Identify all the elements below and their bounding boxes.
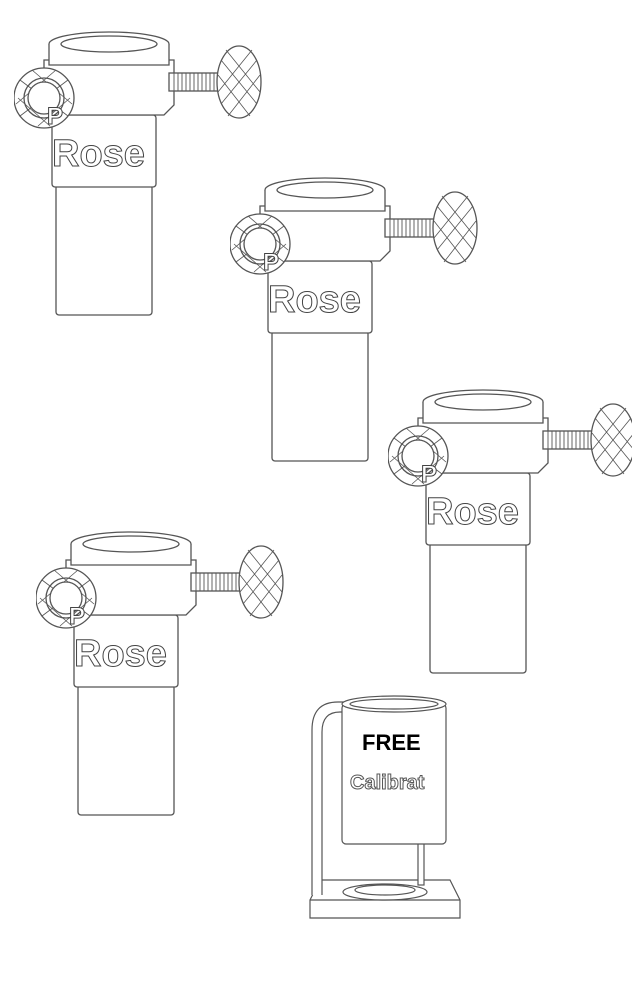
- calibrator-label: Calibrat: [350, 772, 425, 795]
- microphone-clamp-3: P Rose: [388, 378, 632, 698]
- microphone-clamp-4: P Rose: [35, 520, 296, 840]
- knob-letter: P: [262, 249, 280, 277]
- stand-drawing: [309, 695, 461, 919]
- clamp-drawing: [229, 177, 478, 462]
- brand-label: Rose: [268, 279, 361, 322]
- knob-letter: P: [420, 461, 438, 489]
- knob-letter: P: [68, 603, 86, 631]
- clamp-drawing: [13, 31, 262, 316]
- microphone-clamp-2: P Rose: [229, 166, 490, 486]
- brand-label: Rose: [74, 633, 167, 676]
- brand-label: Rose: [52, 133, 145, 176]
- clamp-drawing: [388, 389, 632, 674]
- free-badge: FREE: [362, 730, 421, 755]
- microphone-clamp-1: P Rose: [13, 20, 274, 340]
- brand-label: Rose: [426, 491, 519, 534]
- clamp-drawing: [35, 531, 284, 816]
- knob-letter: P: [46, 103, 64, 131]
- calibrator-stand: FREE Calibrat: [300, 690, 480, 940]
